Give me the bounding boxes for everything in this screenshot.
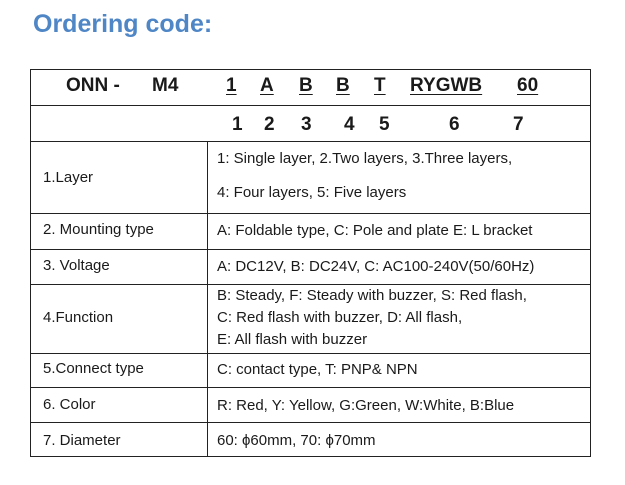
code-number-5: 5 <box>379 114 390 135</box>
row-value-function-3: E: All flash with buzzer <box>217 331 368 348</box>
code-part-2: A <box>260 75 274 96</box>
row-label-mounting: 2. Mounting type <box>43 221 154 238</box>
divider <box>31 141 590 142</box>
code-part-4: B <box>336 75 350 96</box>
row-value-diameter: 60: ϕ60mm, 70: ϕ70mm <box>217 432 376 449</box>
divider <box>31 353 590 354</box>
row-label-color: 6. Color <box>43 396 96 413</box>
code-part-5: T <box>374 75 386 96</box>
row-label-function: 4.Function <box>43 309 114 326</box>
ordering-code-table: ONN - M4 1 A B B T RYGWB 60 1 2 3 4 5 6 … <box>30 69 591 457</box>
row-value-layer-1: 1: Single layer, 2.Two layers, 3.Three l… <box>217 150 513 167</box>
code-number-4: 4 <box>344 114 355 135</box>
divider <box>31 387 590 388</box>
code-number-2: 2 <box>264 114 275 135</box>
row-value-voltage: A: DC12V, B: DC24V, C: AC100-240V(50/60H… <box>217 258 535 275</box>
row-value-function-1: B: Steady, F: Steady with buzzer, S: Red… <box>217 287 527 304</box>
divider <box>31 249 590 250</box>
code-number-7: 7 <box>513 114 524 135</box>
row-label-layer: 1.Layer <box>43 169 94 186</box>
divider <box>31 422 590 423</box>
code-number-6: 6 <box>449 114 460 135</box>
code-model: M4 <box>152 75 179 96</box>
row-value-layer-2: 4: Four layers, 5: Five layers <box>217 184 407 201</box>
row-value-function-2: C: Red flash with buzzer, D: All flash, <box>217 309 463 326</box>
code-part-6: RYGWB <box>410 75 483 96</box>
row-label-voltage: 3. Voltage <box>43 257 110 274</box>
code-part-3: B <box>299 75 313 96</box>
code-prefix: ONN - <box>66 75 120 96</box>
row-label-diameter: 7. Diameter <box>43 432 121 449</box>
page-title: Ordering code: <box>33 10 213 38</box>
column-divider <box>207 141 208 456</box>
code-part-1: 1 <box>226 75 237 96</box>
row-value-mounting: A: Foldable type, C: Pole and plate E: L… <box>217 222 533 239</box>
row-value-connect: C: contact type, T: PNP& NPN <box>217 361 418 378</box>
divider <box>31 284 590 285</box>
row-label-connect: 5.Connect type <box>43 360 144 377</box>
code-part-7: 60 <box>517 75 539 96</box>
code-number-1: 1 <box>232 114 243 135</box>
code-number-3: 3 <box>301 114 312 135</box>
row-value-color: R: Red, Y: Yellow, G:Green, W:White, B:B… <box>217 397 515 414</box>
divider <box>31 213 590 214</box>
divider <box>31 105 590 106</box>
